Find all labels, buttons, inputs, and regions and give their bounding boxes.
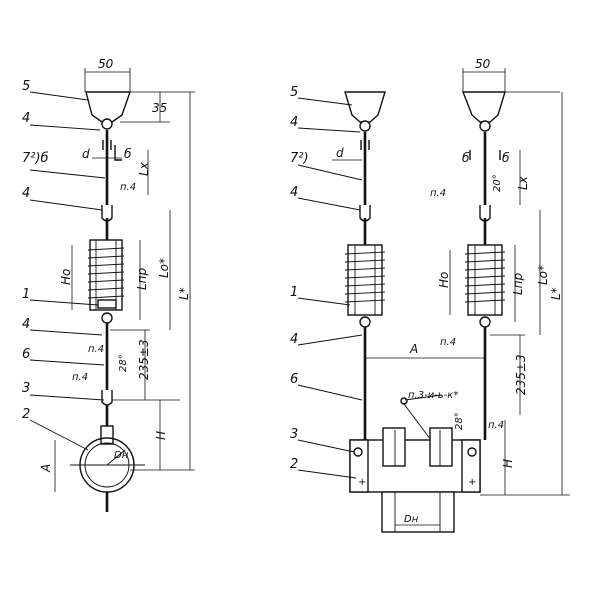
right-235-label: 235±3 <box>514 354 528 395</box>
left-part-4b: 4 <box>22 186 30 201</box>
left-p4-a: п.4 <box>120 182 136 193</box>
left-pin-top <box>101 118 113 130</box>
right-dim-50: 50 <box>475 57 491 71</box>
right-lo-label: Lо* <box>536 265 550 285</box>
right-view: 50 d б б 20° Lх п.4 <box>290 57 570 533</box>
right-part-6: 6 <box>290 372 298 387</box>
left-part-1: 1 <box>22 287 30 302</box>
right-d-label: d <box>336 146 344 160</box>
right-part-7: 7²) <box>290 151 309 166</box>
right-spring-b-coils <box>464 251 506 303</box>
right-spring-b <box>467 244 503 316</box>
right-a-label: A <box>409 342 418 356</box>
left-h-label: H <box>154 431 168 440</box>
right-plus-right: + <box>468 477 476 488</box>
left-part-4a: 4 <box>22 111 30 126</box>
left-view: 50 35 б d Lх п.4 <box>22 57 195 512</box>
right-note: п.3-и-ь-к* <box>408 390 458 401</box>
left-a-label: A <box>39 464 53 473</box>
right-dn-label: Dн <box>404 514 419 525</box>
left-p4-b: п.4 <box>88 344 104 355</box>
left-part-3: 3 <box>22 381 30 396</box>
right-part-1: 1 <box>290 285 298 300</box>
right-20-label: 20° <box>492 174 503 192</box>
left-dim-50: 50 <box>98 57 114 71</box>
right-part-3: 3 <box>290 427 298 442</box>
left-part-6: 6 <box>22 347 30 362</box>
left-part-5: 5 <box>22 79 30 94</box>
left-l-label: L* <box>177 287 191 300</box>
right-p4-a: п.4 <box>430 188 446 199</box>
left-dn-label: Dн <box>114 450 129 461</box>
left-lpr-label: Lпр <box>135 267 149 290</box>
left-dim-35: 35 <box>152 101 167 115</box>
left-d-label: d <box>82 147 90 161</box>
right-part-leaders <box>297 97 363 479</box>
left-235-label: 235±3 <box>137 339 151 380</box>
left-spring-coils <box>87 247 125 299</box>
right-part-5: 5 <box>290 85 298 100</box>
left-lx-label: Lх <box>137 161 151 176</box>
right-lx-label: Lх <box>516 175 530 190</box>
left-bracket-5 <box>85 91 131 123</box>
right-h-label: H <box>501 459 515 468</box>
right-part-4b: 4 <box>290 185 298 200</box>
right-28-label: 28° <box>454 412 465 430</box>
right-p4-c: п.4 <box>488 420 504 431</box>
right-support-frame <box>349 439 481 493</box>
right-b1-label: б <box>462 151 470 165</box>
left-part-7: 7²)б <box>22 151 49 166</box>
left-part-4c: 4 <box>22 317 30 332</box>
left-part-leaders <box>29 91 106 451</box>
left-28-label: 28° <box>118 354 129 372</box>
left-lo-label: Lо* <box>157 258 171 278</box>
left-ho-label: Hо <box>59 269 73 285</box>
right-part-2: 2 <box>290 457 298 472</box>
right-bracket-5b <box>461 91 506 123</box>
right-spring-a-coils <box>344 251 386 303</box>
left-p4-c: п.4 <box>72 372 88 383</box>
right-part-4a: 4 <box>290 115 298 130</box>
right-pipe-section <box>381 491 455 533</box>
left-pin-mid <box>101 312 113 324</box>
right-lpr-label: Lпр <box>511 272 525 295</box>
right-plus-left: + <box>358 477 366 488</box>
right-b2-label: б <box>502 151 510 165</box>
left-b-label: б <box>124 147 132 161</box>
left-spring-housing <box>89 239 123 311</box>
right-bracket-5a <box>344 91 386 123</box>
left-clamp-lug <box>100 425 114 445</box>
right-p4-b: п.4 <box>440 337 456 348</box>
right-spring-a <box>347 244 383 316</box>
right-part-4c: 4 <box>290 332 298 347</box>
right-l-label: L* <box>549 287 563 300</box>
left-part-2: 2 <box>22 407 30 422</box>
right-ho-label: Hо <box>437 272 451 288</box>
